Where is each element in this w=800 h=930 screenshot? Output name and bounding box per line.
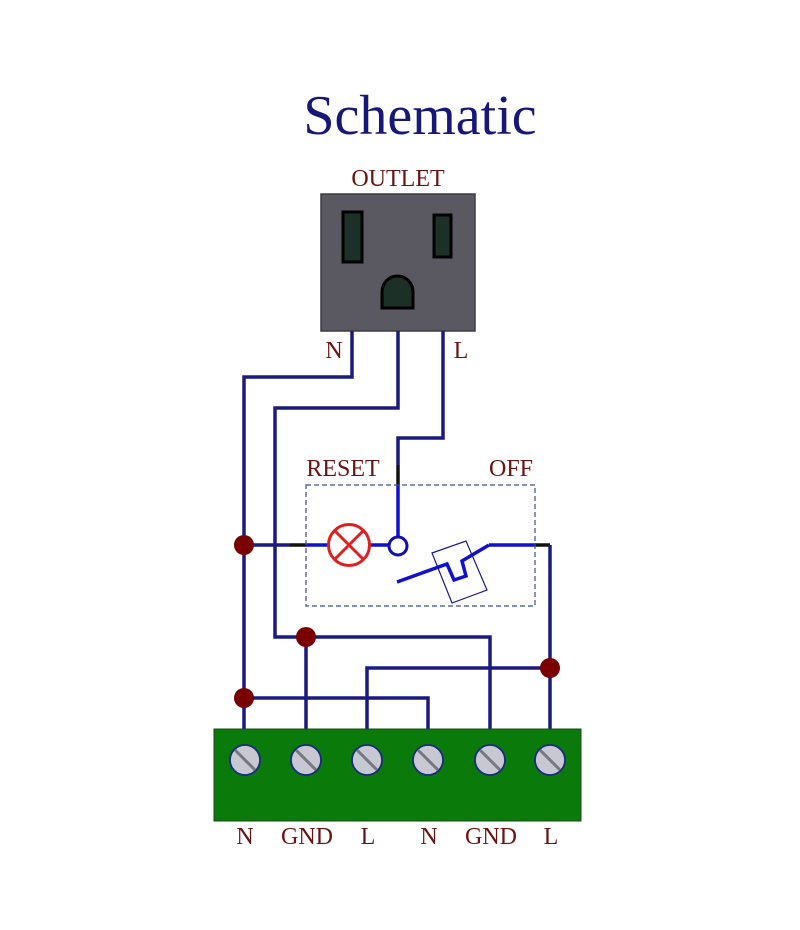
switch-lever-icon <box>396 543 490 584</box>
screw-slot <box>416 748 440 772</box>
terminal-label: GND <box>465 824 517 850</box>
terminal-block: N GND L N GND L <box>213 728 582 850</box>
wires <box>242 331 552 729</box>
off-label: OFF <box>489 456 533 482</box>
junction-dot <box>234 688 254 708</box>
thermal-element-icon <box>431 540 488 604</box>
terminal-3: L <box>351 744 383 850</box>
outlet-label: OUTLET <box>351 166 445 192</box>
screw-slot <box>233 748 257 772</box>
wire-neutral-to-t4 <box>244 696 430 729</box>
outlet-hot-slot <box>432 213 453 259</box>
screw-slot <box>478 748 502 772</box>
terminal-6: L <box>534 744 566 850</box>
indicator-lamp-icon <box>327 523 371 567</box>
reset-label: RESET <box>306 456 380 482</box>
terminal-block-body <box>213 728 582 822</box>
circuit-breaker: RESET OFF <box>305 456 536 607</box>
outlet-pin-n-label: N <box>325 338 342 364</box>
outlet-ground-hole <box>380 274 415 310</box>
breaker-enclosure <box>305 484 536 607</box>
terminal-5: GND <box>465 744 517 850</box>
terminal-label: N <box>420 824 437 850</box>
wire-ground-main <box>273 331 492 729</box>
wire-line-main <box>396 331 445 465</box>
junction-dot <box>296 627 316 647</box>
screw-slot <box>355 748 379 772</box>
terminal-label: N <box>236 824 253 850</box>
terminal-label: GND <box>281 824 333 850</box>
junctions <box>234 535 560 708</box>
junction-dot <box>540 658 560 678</box>
outlet-neutral-slot <box>341 210 364 264</box>
page-title: Schematic <box>303 85 536 147</box>
screw-slot <box>538 748 562 772</box>
terminal-label: L <box>361 824 376 850</box>
screw-slot <box>294 748 318 772</box>
contact-terminal-icon <box>387 535 409 557</box>
outlet-pin-l-label: L <box>454 338 469 364</box>
wire-line-to-t3 <box>365 666 550 729</box>
terminal-1: N <box>229 744 261 850</box>
terminal-4: N <box>412 744 444 850</box>
junction-dot <box>234 535 254 555</box>
terminal-2: GND <box>281 744 333 850</box>
outlet: OUTLET N L <box>320 166 476 364</box>
terminal-label: L <box>544 824 559 850</box>
